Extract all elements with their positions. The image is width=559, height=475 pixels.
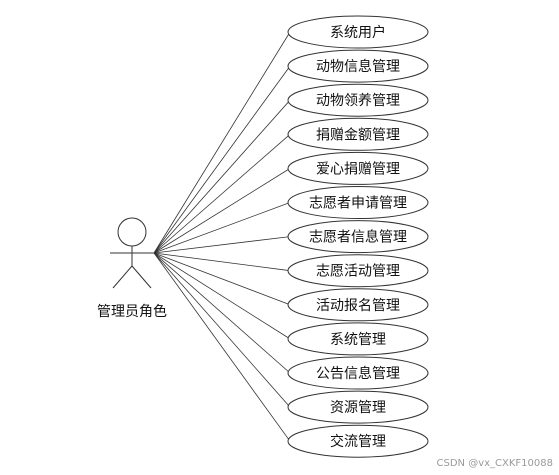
use-case-ellipse bbox=[287, 254, 429, 288]
association-line bbox=[153, 252, 291, 442]
use-case-ellipse bbox=[287, 220, 429, 254]
use-case-label: 爱心捐赠管理 bbox=[316, 161, 400, 177]
use-case: 动物领养管理 bbox=[287, 83, 429, 117]
association-line bbox=[153, 252, 291, 272]
use-case-ellipse bbox=[287, 356, 429, 390]
use-case: 公告信息管理 bbox=[287, 356, 429, 390]
use-case-ellipse bbox=[287, 49, 429, 83]
use-case: 活动报名管理 bbox=[287, 288, 429, 322]
association-line bbox=[153, 252, 291, 374]
actor-left-leg bbox=[112, 265, 133, 289]
use-case-label: 系统用户 bbox=[330, 24, 386, 41]
association-line bbox=[153, 252, 291, 408]
actor-head bbox=[117, 217, 147, 247]
use-case-ellipse bbox=[287, 288, 429, 322]
watermark: CSDN @vx_CXKF10088 bbox=[436, 458, 553, 469]
use-case: 资源管理 bbox=[287, 390, 429, 424]
actor: 管理员角色 bbox=[97, 217, 167, 320]
use-case-label: 捐赠金额管理 bbox=[316, 127, 400, 143]
actor-right-leg bbox=[131, 265, 152, 289]
use-case: 志愿活动管理 bbox=[287, 254, 429, 288]
use-case-label: 公告信息管理 bbox=[316, 365, 400, 382]
use-case-ellipse bbox=[287, 186, 429, 219]
association-line bbox=[153, 65, 291, 254]
use-case-ellipse bbox=[287, 117, 429, 151]
use-case-ellipse bbox=[287, 15, 429, 49]
use-case-ellipse bbox=[287, 151, 429, 185]
use-case-label: 系统管理 bbox=[330, 332, 386, 348]
use-case-label: 交流管理 bbox=[330, 433, 386, 450]
use-cases: 系统用户动物信息管理动物领养管理捐赠金额管理爱心捐赠管理志愿者申请管理志愿者信息… bbox=[287, 15, 429, 458]
use-case-label: 资源管理 bbox=[330, 400, 386, 416]
use-case-label: 志愿者信息管理 bbox=[309, 229, 407, 246]
use-case: 志愿者信息管理 bbox=[287, 220, 429, 254]
association-line bbox=[153, 202, 291, 254]
use-case-ellipse bbox=[287, 390, 429, 424]
use-case-ellipse bbox=[287, 424, 429, 458]
association-line bbox=[153, 252, 291, 340]
association-line bbox=[153, 99, 291, 254]
use-case-label: 志愿者申请管理 bbox=[309, 196, 407, 212]
use-case: 志愿者申请管理 bbox=[287, 186, 429, 219]
use-case-ellipse bbox=[287, 83, 429, 117]
association-line bbox=[153, 168, 291, 254]
actor-label: 管理员角色 bbox=[97, 303, 167, 320]
use-case-ellipse bbox=[287, 322, 429, 356]
association-line bbox=[153, 31, 291, 254]
use-case-label: 动物领养管理 bbox=[316, 93, 400, 109]
use-case: 交流管理 bbox=[287, 424, 429, 458]
use-case-label: 志愿活动管理 bbox=[316, 264, 400, 280]
use-case-label: 动物信息管理 bbox=[316, 58, 400, 75]
association-line bbox=[153, 252, 291, 306]
association-lines bbox=[153, 31, 291, 442]
association-line bbox=[153, 236, 291, 254]
use-case: 捐赠金额管理 bbox=[287, 117, 429, 151]
use-case: 系统用户 bbox=[287, 15, 429, 49]
use-case: 爱心捐赠管理 bbox=[287, 151, 429, 185]
use-case: 系统管理 bbox=[287, 322, 429, 356]
use-case: 动物信息管理 bbox=[287, 49, 429, 83]
use-case-label: 活动报名管理 bbox=[316, 298, 400, 314]
association-line bbox=[153, 133, 291, 254]
